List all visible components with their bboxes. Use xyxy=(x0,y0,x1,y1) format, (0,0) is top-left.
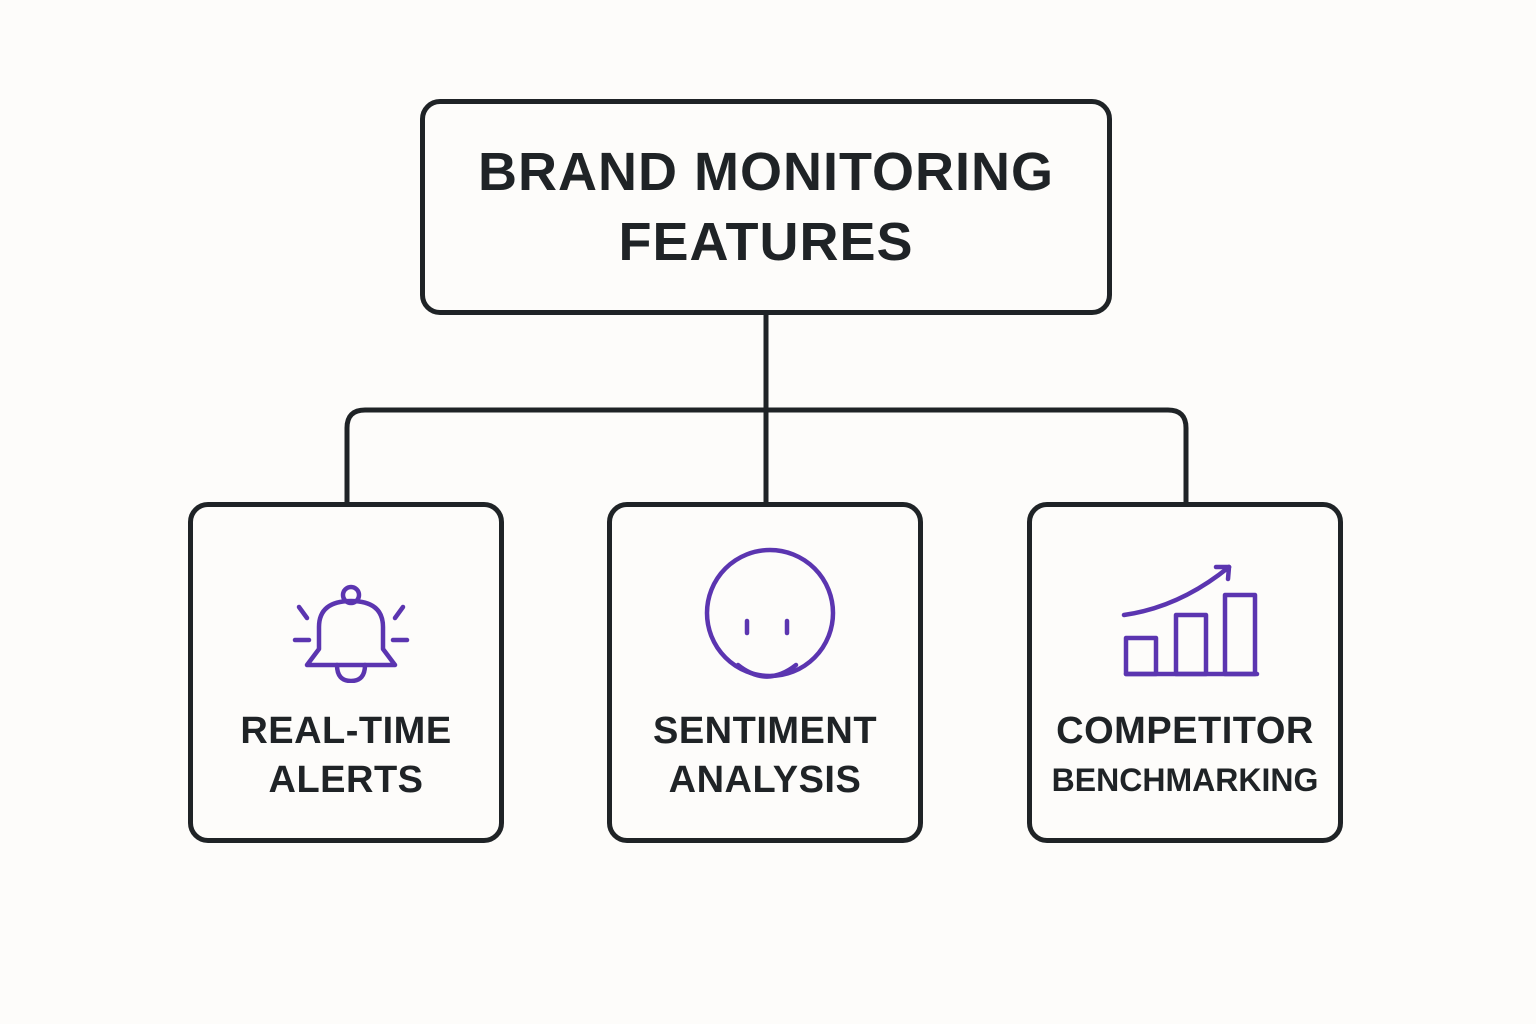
root-node-brand-monitoring-features: BRAND MONITORING FEATURES xyxy=(420,99,1112,315)
feature-label-line1: SENTIMENT xyxy=(652,710,878,752)
connector-branch-bar xyxy=(344,407,1189,505)
feature-label-competitor-benchmarking: COMPETITOR BENCHMARKING xyxy=(1032,707,1338,805)
feature-label-line2: ANALYSIS xyxy=(668,759,862,801)
feature-label-line2: ALERTS xyxy=(268,759,424,801)
growth-chart-icon xyxy=(1121,564,1260,677)
bell-icon xyxy=(292,584,410,683)
root-title-line2: FEATURES xyxy=(618,212,914,272)
feature-node-real-time-alerts: REAL-TIME ALERTS xyxy=(188,502,504,843)
root-title-line1: BRAND MONITORING xyxy=(478,142,1054,202)
feature-label-line2: BENCHMARKING xyxy=(1051,762,1319,798)
feature-label-real-time-alerts: REAL-TIME ALERTS xyxy=(193,707,499,805)
feature-node-competitor-benchmarking: COMPETITOR BENCHMARKING xyxy=(1027,502,1343,843)
feature-label-line1: REAL-TIME xyxy=(240,710,452,752)
feature-node-sentiment-analysis: SENTIMENT ANALYSIS xyxy=(607,502,923,843)
feature-label-sentiment-analysis: SENTIMENT ANALYSIS xyxy=(612,707,918,805)
smiley-face-icon xyxy=(704,547,836,679)
feature-label-line1: COMPETITOR xyxy=(1056,710,1314,752)
